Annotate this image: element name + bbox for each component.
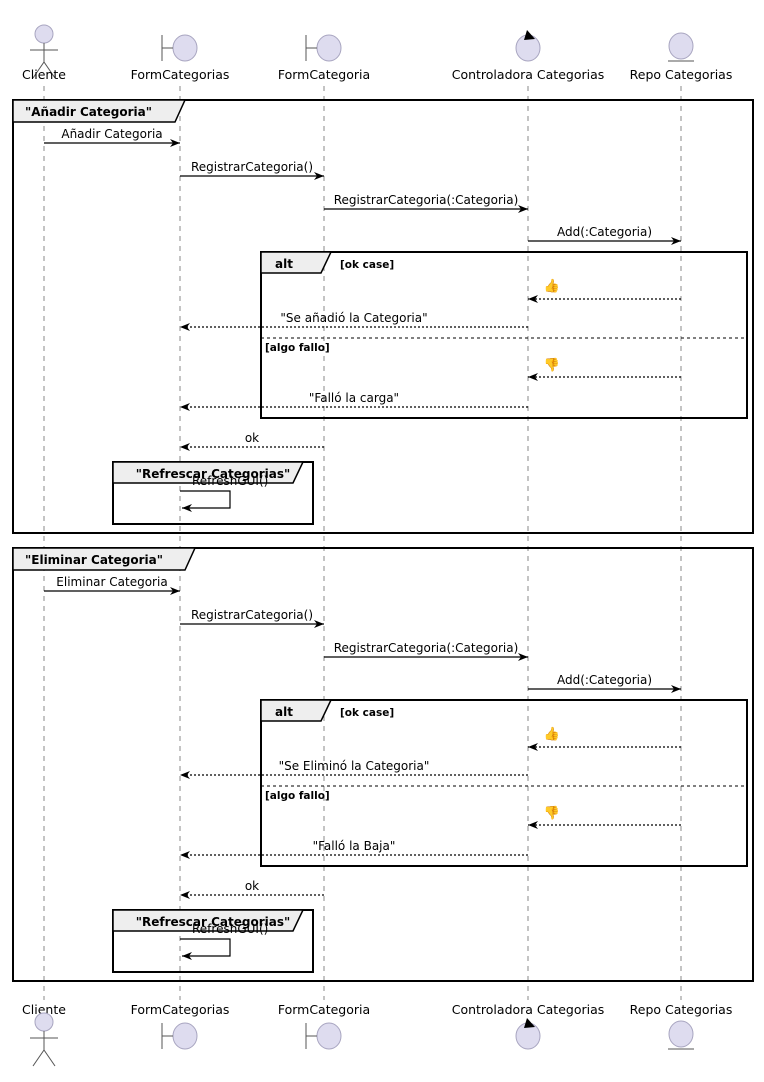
fragment-eliminar-title: "Eliminar Categoria": [25, 553, 163, 567]
participant-label-controladora: Controladora Categorias: [452, 67, 605, 82]
inner-anadir-title: "Refrescar Categorias": [136, 467, 291, 481]
actor-head-icon: [34, 24, 54, 44]
participant-foot-formcat[interactable]: FormCategoria: [278, 1002, 370, 1050]
fragment-eliminar-message-3-label: Add(:Categoria): [557, 673, 652, 687]
actor-leg-left: [32, 1049, 45, 1067]
fragments-layer: "Añadir Categoria" alt [ok case] [algo fall…: [12, 99, 754, 982]
participant-label-formcats: FormCategorias: [131, 67, 230, 82]
participant-foot-repo[interactable]: Repo Categorias: [630, 1002, 733, 1050]
alt-anadir-guard-0: [ok case]: [340, 259, 394, 271]
alt-eliminar-border: [260, 699, 748, 867]
actor-leg-right: [43, 1049, 56, 1067]
thumbs-up-icon: 👍: [544, 278, 560, 294]
inner-fragment-anadir: "Refrescar Categorias": [112, 461, 314, 525]
boundary-circle-icon: [316, 34, 342, 62]
inner-anadir-selfcall-loop: [180, 490, 231, 512]
participant-head-formcat[interactable]: FormCategoria: [278, 34, 370, 82]
fragment-eliminar-return-label: ok: [245, 879, 259, 893]
control-arrow-icon: [524, 30, 535, 40]
actor-leg-left: [32, 61, 45, 79]
alt-anadir-guard-1: [algo fallo]: [265, 342, 330, 354]
alt-eliminar-s1-message-1-label: "Falló la Baja": [313, 839, 396, 853]
participant-head-controladora[interactable]: Controladora Categorias: [452, 30, 605, 82]
alt-fragment-anadir: alt [ok case] [algo fallo]: [260, 251, 748, 419]
fragment-eliminar-message-0-label: Eliminar Categoria: [56, 575, 167, 589]
actor-head-icon: [34, 1012, 54, 1032]
actor-leg-right: [43, 61, 56, 79]
alt-anadir-tab: [260, 251, 333, 274]
alt-anadir-s1-message-1-label: "Falló la carga": [309, 391, 399, 405]
fragment-eliminar-tab: [12, 547, 197, 571]
participant-foot-controladora[interactable]: Controladora Categorias: [452, 1002, 605, 1050]
fragment-anadir-return-label: ok: [245, 431, 259, 445]
fragment-anadir-tab: [12, 99, 187, 123]
fragment-anadir-message-2-label: RegistrarCategoria(:Categoria): [334, 193, 519, 207]
participant-label-repo: Repo Categorias: [630, 67, 733, 82]
fragment-anadir-message-3-label: Add(:Categoria): [557, 225, 652, 239]
alt-anadir-border: [260, 251, 748, 419]
fragment-eliminar-border: [12, 547, 754, 982]
participant-label-formcat: FormCategoria: [278, 67, 370, 82]
thumbs-down-icon: 👎: [544, 357, 560, 373]
alt-fragment-eliminar: alt [ok case] [algo fallo]: [260, 699, 748, 867]
participant-foot-formcats[interactable]: FormCategorias: [131, 1002, 230, 1050]
fragment-anadir-message-1-label: RegistrarCategoria(): [191, 160, 313, 174]
thumbs-down-icon: 👎: [544, 805, 560, 821]
alt-eliminar-guard-1: [algo fallo]: [265, 790, 330, 802]
alt-eliminar-s0-message-1-label: "Se Eliminó la Categoria": [279, 759, 430, 773]
participant-foot-label-controladora: Controladora Categorias: [452, 1002, 605, 1017]
participant-head-repo[interactable]: Repo Categorias: [630, 32, 733, 82]
lifelines-layer: [43, 86, 682, 1000]
boundary-circle-icon: [172, 34, 198, 62]
inner-eliminar-tab: [112, 909, 305, 932]
control-arrow-icon: [524, 1018, 535, 1028]
fragment-anadir: "Añadir Categoria": [12, 99, 754, 534]
participant-head-cliente[interactable]: Cliente: [22, 24, 66, 82]
alt-anadir-label: alt: [275, 257, 293, 271]
participant-foot-label-formcats: FormCategorias: [131, 1002, 230, 1017]
participant-foot-label-repo: Repo Categorias: [630, 1002, 733, 1017]
fragment-eliminar-message-1-label: RegistrarCategoria(): [191, 608, 313, 622]
alt-eliminar-label: alt: [275, 705, 293, 719]
alt-eliminar-tab: [260, 699, 333, 722]
inner-fragment-eliminar: "Refrescar Categorias": [112, 909, 314, 973]
participant-foot-label-formcat: FormCategoria: [278, 1002, 370, 1017]
participant-label-cliente: Cliente: [22, 67, 66, 82]
fragment-eliminar-message-2-label: RegistrarCategoria(:Categoria): [334, 641, 519, 655]
fragment-anadir-title: "Añadir Categoria": [25, 105, 152, 119]
alt-anadir-s0-message-1-label: "Se añadió la Categoria": [280, 311, 427, 325]
entity-circle-icon: [668, 1020, 694, 1048]
fragment-eliminar: "Eliminar Categoria": [12, 547, 754, 982]
participants-layer: ClienteClienteFormCategoriasFormCategori…: [22, 24, 733, 1067]
participant-foot-cliente[interactable]: Cliente: [22, 1002, 66, 1067]
inner-eliminar-title: "Refrescar Categorias": [136, 915, 291, 929]
boundary-circle-icon: [172, 1022, 198, 1050]
participant-head-formcats[interactable]: FormCategorias: [131, 34, 230, 82]
participant-foot-label-cliente: Cliente: [22, 1002, 66, 1017]
inner-eliminar-selfcall-loop: [180, 938, 231, 960]
fragment-anadir-message-0-label: Añadir Categoria: [61, 127, 162, 141]
boundary-circle-icon: [316, 1022, 342, 1050]
inner-anadir-tab: [112, 461, 305, 484]
thumbs-up-icon: 👍: [544, 726, 560, 742]
fragment-anadir-border: [12, 99, 754, 534]
inner-eliminar-selfcall-label: RefreshGUI(): [192, 922, 268, 936]
entity-circle-icon: [668, 32, 694, 60]
inner-anadir-selfcall-label: RefreshGUI(): [192, 474, 268, 488]
alt-eliminar-guard-0: [ok case]: [340, 707, 394, 719]
